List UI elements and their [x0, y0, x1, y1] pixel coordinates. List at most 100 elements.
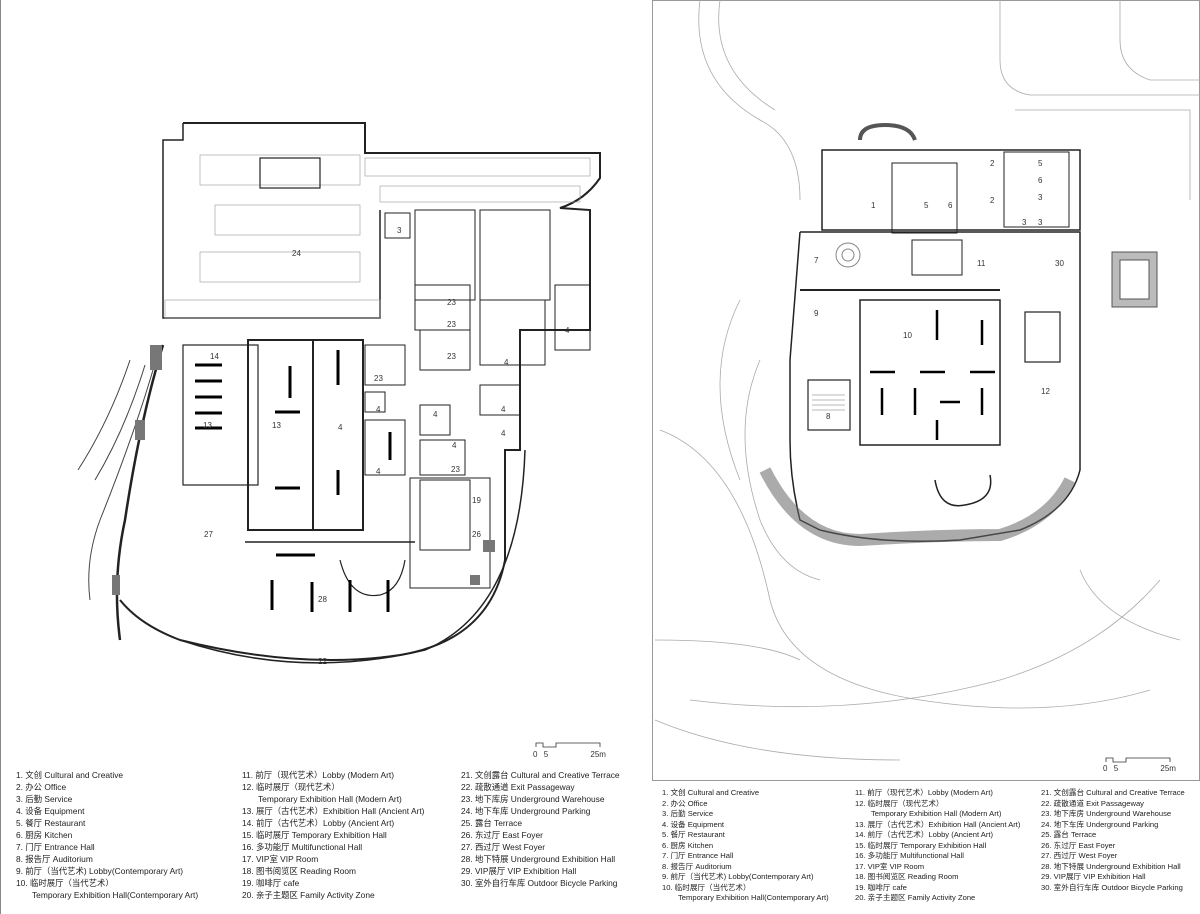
right-legend-col2: 11. 前厅（现代艺术）Lobby (Modern Art) 12. 临时展厅（… — [855, 788, 1020, 904]
legend-item: 27. 西过厅 West Foyer — [1041, 851, 1118, 860]
scale-start: 0 — [533, 750, 538, 759]
legend-item: 2. 办公 Office — [16, 782, 67, 792]
legend-item: 1. 文创 Cultural and Creative — [662, 788, 760, 797]
room-label: 6 — [948, 201, 953, 210]
room-label: 3 — [1022, 218, 1027, 227]
legend-item: 23. 地下库房 Underground Warehouse — [461, 794, 605, 804]
legend-item: Temporary Exhibition Hall(Contemporary A… — [32, 890, 199, 900]
legend-item: 13. 展厅（古代艺术）Exhibition Hall (Ancient Art… — [242, 806, 425, 816]
room-label: 13 — [272, 421, 281, 430]
right-scale-bar — [1105, 757, 1171, 763]
legend-item: 1. 文创 Cultural and Creative — [16, 770, 124, 780]
room-label: 6 — [1038, 176, 1043, 185]
room-label: 2 — [990, 196, 995, 205]
legend-item: 6. 厨房 Kitchen — [16, 830, 73, 840]
room-label: 4 — [501, 429, 506, 438]
right-plan-room-labels: 1 5 6 2 5 6 2 3 3 3 7 11 30 9 10 12 8 — [814, 159, 1064, 421]
room-label: 24 — [292, 249, 301, 258]
legend-item: 14. 前厅（古代艺术）Lobby (Ancient Art) — [855, 830, 993, 839]
room-label: 26 — [472, 530, 481, 539]
legend-item: 11. 前厅（现代艺术）Lobby (Modern Art) — [242, 770, 395, 780]
legend-item: 11. 前厅（现代艺术）Lobby (Modern Art) — [855, 788, 993, 797]
legend-item: 3. 后勤 Service — [662, 809, 714, 818]
legend-item: 21. 文创露台 Cultural and Creative Terrace — [1041, 788, 1185, 797]
site-context-lines — [654, 0, 1200, 761]
legend-item: 8. 报告厅 Auditorium — [662, 861, 732, 871]
legend-item: 10. 临时展厅（当代艺术） — [16, 878, 114, 888]
legend-item: 20. 亲子主题区 Family Activity Zone — [242, 890, 375, 900]
legend-item: 30. 室外自行车库 Outdoor Bicycle Parking — [1041, 882, 1183, 892]
legend-item: 13. 展厅（古代艺术）Exhibition Hall (Ancient Art… — [855, 819, 1021, 829]
legend-item: 18. 图书阅览区 Reading Room — [855, 872, 959, 881]
legend-item: 23. 地下库房 Underground Warehouse — [1041, 809, 1172, 818]
room-label: 23 — [447, 320, 456, 329]
room-label: 4 — [452, 441, 457, 450]
legend-item: 3. 后勤 Service — [16, 794, 73, 804]
room-label: 27 — [204, 530, 213, 539]
room-label: 10 — [903, 331, 912, 340]
legend-item: 26. 东过厅 East Foyer — [461, 830, 543, 840]
left-floor-plan — [77, 122, 601, 664]
legend-item: 17. VIP室 VIP Room — [855, 861, 925, 871]
room-label: 11 — [977, 259, 986, 268]
left-legend-col3: 21. 文创露台 Cultural and Creative Terrace 2… — [461, 769, 620, 889]
room-label: 1 — [871, 201, 876, 210]
legend-item: 18. 图书阅览区 Reading Room — [242, 866, 357, 876]
room-label: 14 — [210, 352, 219, 361]
room-label: 5 — [1038, 159, 1043, 168]
legend-item: 4. 设备 Equipment — [662, 819, 725, 829]
room-label: 23 — [451, 465, 460, 474]
legend-item: 27. 西过厅 West Foyer — [461, 842, 546, 852]
legend-item: 6. 厨房 Kitchen — [662, 840, 714, 850]
room-label: 4 — [338, 423, 343, 432]
legend-item: 12. 临时展厅（现代艺术） — [242, 782, 340, 792]
legend-item: 14. 前厅（古代艺术）Lobby (Ancient Art) — [242, 818, 395, 828]
legend-item: 15. 临时展厅 Temporary Exhibition Hall — [242, 830, 387, 840]
room-label: 7 — [814, 256, 819, 265]
left-plan-room-labels: 24 3 23 23 4 14 23 23 4 13 13 4 4 4 4 4 … — [203, 226, 570, 666]
room-label: 23 — [374, 374, 383, 383]
right-legend-col3: 21. 文创露台 Cultural and Creative Terrace 2… — [1041, 788, 1185, 893]
room-label: 2 — [990, 159, 995, 168]
room-label: 12 — [1041, 387, 1050, 396]
legend-item: 7. 门厅 Entrance Hall — [16, 842, 95, 852]
right-floor-plan — [759, 122, 1158, 547]
room-label: 4 — [504, 358, 509, 367]
legend-item: 30. 室外自行车库 Outdoor Bicycle Parking — [461, 878, 618, 888]
room-label: 8 — [826, 412, 831, 421]
room-label: 30 — [1055, 259, 1064, 268]
legend-item: 17. VIP室 VIP Room — [242, 854, 319, 864]
room-label: 3 — [1038, 218, 1043, 227]
legend-item: Temporary Exhibition Hall(Contemporary A… — [678, 893, 829, 902]
legend-item: 22. 疏散通道 Exit Passageway — [461, 782, 575, 792]
room-label: 19 — [472, 496, 481, 505]
left-legend-col2: 11. 前厅（现代艺术）Lobby (Modern Art) 12. 临时展厅（… — [242, 769, 424, 901]
legend-item: 15. 临时展厅 Temporary Exhibition Hall — [855, 840, 987, 850]
room-label: 9 — [814, 309, 819, 318]
legend-item: 26. 东过厅 East Foyer — [1041, 840, 1116, 850]
legend-item: 28. 地下特展 Underground Exhibition Hall — [461, 854, 616, 864]
legend-item: 12. 临时展厅（现代艺术） — [855, 798, 944, 808]
room-label: 4 — [433, 410, 438, 419]
legend-item: 24. 地下车库 Underground Parking — [461, 806, 591, 816]
legend-item: 19. 咖啡厅 cafe — [855, 882, 907, 892]
legend-item: 22. 疏散通道 Exit Passageway — [1041, 798, 1144, 808]
scale-mid: 5 — [1113, 764, 1119, 773]
room-label: 4 — [501, 405, 506, 414]
legend-item: 5. 餐厅 Restaurant — [16, 818, 86, 828]
legend-item: 9. 前厅（当代艺术) Lobby(Contemporary Art) — [16, 866, 184, 876]
legend-item: 20. 亲子主题区 Family Activity Zone — [855, 893, 976, 902]
right-panel-border — [652, 0, 1200, 781]
room-label: 4 — [376, 467, 381, 476]
scale-start: 0 — [1103, 764, 1108, 773]
legend-item: 2. 办公 Office — [662, 798, 708, 808]
room-label: 4 — [565, 326, 570, 335]
legend-item: 9. 前厅（当代艺术) Lobby(Contemporary Art) — [662, 872, 814, 881]
legend-item: 5. 餐厅 Restaurant — [662, 830, 725, 839]
legend-item: 25. 露台 Terrace — [1041, 830, 1097, 839]
room-label: 3 — [397, 226, 402, 235]
room-label: 4 — [376, 405, 381, 414]
legend-item: 8. 报告厅 Auditorium — [16, 854, 93, 864]
room-label: 23 — [447, 352, 456, 361]
